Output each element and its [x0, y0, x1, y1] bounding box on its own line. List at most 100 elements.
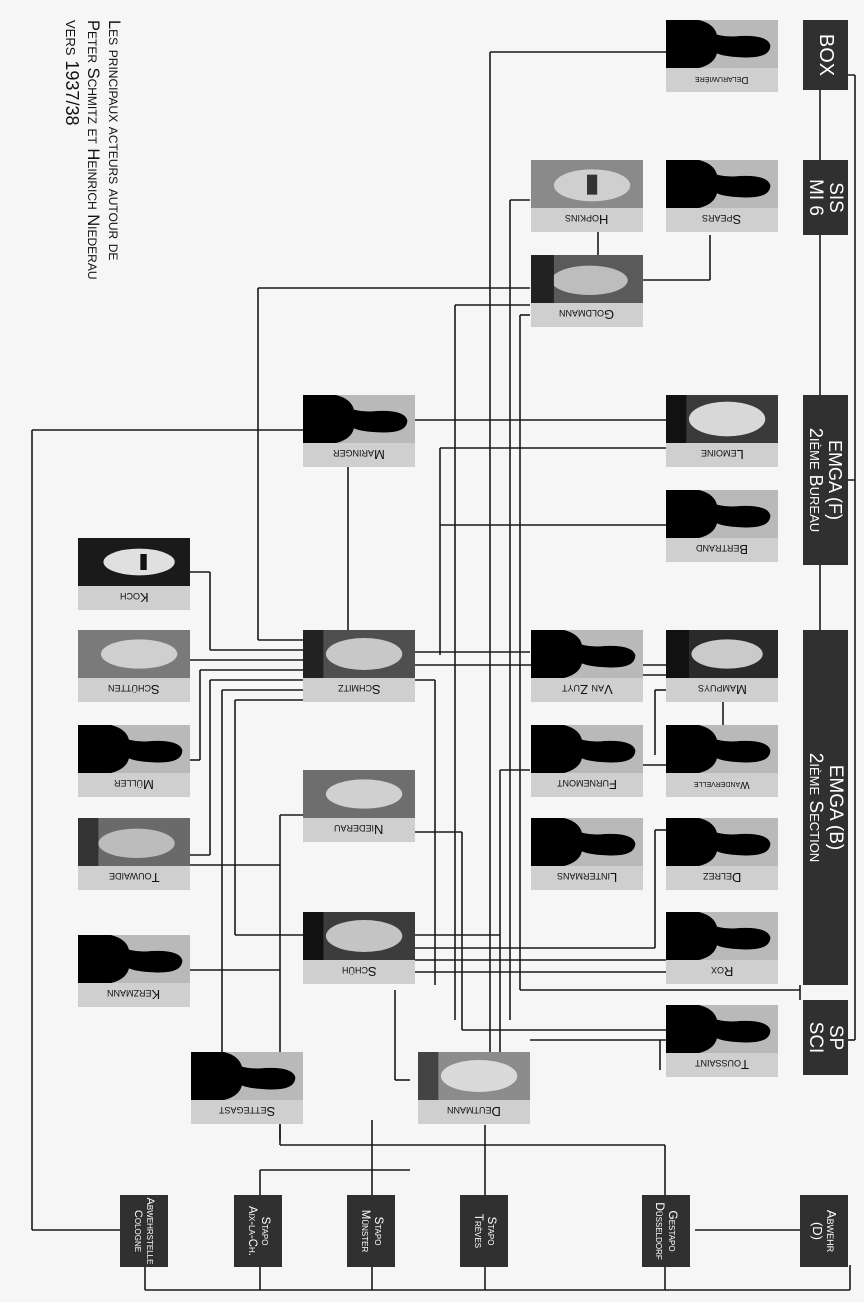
- silhouette-icon: [666, 818, 778, 866]
- chart-title-line3: vers 1937/38: [61, 20, 82, 126]
- silhouette-icon: [303, 395, 415, 443]
- person-label: Niederau: [303, 818, 415, 842]
- person-name-mampuys: Mampuys: [697, 682, 747, 698]
- org-emga-b-line2: 2ième Section: [805, 752, 827, 863]
- org-emga-f: EMGA (F) 2ième Bureau: [803, 395, 848, 565]
- org-box: BOX: [803, 20, 848, 90]
- org-stapo-treves-line2: Trèves: [472, 1213, 484, 1249]
- person-card-delrez: Delrez: [666, 818, 778, 890]
- person-label: Hopkins: [531, 208, 643, 232]
- person-card-delaruwiere: Delaruwière: [666, 20, 778, 92]
- person-name-rox: Rox: [710, 964, 734, 980]
- person-card-spears: Spears: [666, 160, 778, 232]
- org-stapo-treves: Stapo Trèves: [460, 1195, 508, 1267]
- portrait-photo: [303, 912, 415, 960]
- org-abwehrstelle-line2: Cologne: [132, 1209, 144, 1253]
- person-card-van-zuyt: Van Zuyt: [531, 630, 643, 702]
- person-card-hopkins: Hopkins: [531, 160, 643, 232]
- silhouette-icon: [666, 160, 778, 208]
- org-sp-line1: SP: [825, 1024, 847, 1051]
- person-name-maringer: Maringer: [333, 447, 385, 463]
- silhouette-icon: [78, 725, 190, 773]
- person-label: Mampuys: [666, 678, 778, 702]
- org-stapo-treves-line1: Stapo: [484, 1216, 497, 1246]
- person-name-goldmann: Goldmann: [559, 307, 615, 323]
- person-name-hopkins: Hopkins: [565, 212, 609, 228]
- chart-title-line1: Les principaux acteurs autour de: [105, 20, 123, 261]
- person-label: Schüh: [303, 960, 415, 984]
- person-card-furnemont: Furnemont: [531, 725, 643, 797]
- silhouette-icon: [531, 630, 643, 678]
- org-emga-b: EMGA (B) 2ième Section: [803, 630, 848, 985]
- portrait-photo: [531, 255, 643, 303]
- org-abwehr-line1: Abwehr: [824, 1209, 840, 1253]
- org-abwehrstelle-line1: Abwehrstelle: [144, 1197, 157, 1265]
- person-card-schmitz: Schmitz: [303, 630, 415, 702]
- person-name-deutmann: Deutmann: [447, 1104, 501, 1120]
- person-label: Touwaide: [78, 866, 190, 890]
- person-label: Toussaint: [666, 1053, 778, 1077]
- person-label: Koch: [78, 586, 190, 610]
- person-name-lintermans: Lintermans: [556, 870, 618, 886]
- person-name-koch: Koch: [119, 590, 149, 606]
- portrait-photo: [418, 1052, 530, 1100]
- person-name-muller: Müller: [114, 777, 154, 793]
- person-label: Deutmann: [418, 1100, 530, 1124]
- person-label: Settegast: [191, 1100, 303, 1124]
- org-sp-line2: SCI: [805, 1021, 827, 1054]
- person-label: Müller: [78, 773, 190, 797]
- person-card-niederau: Niederau: [303, 770, 415, 842]
- org-stapo-aix: Stapo Aix-la-Ch.: [234, 1195, 282, 1267]
- person-card-kerzmann: Kerzmann: [78, 935, 190, 1007]
- org-sis: SIS MI 6: [803, 160, 848, 235]
- person-name-furnemont: Furnemont: [557, 777, 617, 793]
- person-label: Schütten: [78, 678, 190, 702]
- person-label: Goldmann: [531, 303, 643, 327]
- person-name-lemoine: Lemoine: [700, 447, 744, 463]
- silhouette-icon: [666, 912, 778, 960]
- person-card-toussaint: Toussaint: [666, 1005, 778, 1077]
- chart-title: Les principaux acteurs autour de Peter S…: [4, 20, 124, 360]
- org-sis-line2: MI 6: [805, 179, 827, 216]
- person-card-schutten: Schütten: [78, 630, 190, 702]
- person-card-goldmann: Goldmann: [531, 255, 643, 327]
- person-name-schutten: Schütten: [108, 682, 160, 698]
- silhouette-icon: [531, 818, 643, 866]
- person-name-niederau: Niederau: [334, 822, 384, 838]
- silhouette-icon: [666, 20, 778, 68]
- person-label: Maringer: [303, 443, 415, 467]
- portrait-photo: [78, 630, 190, 678]
- person-card-touwaide: Touwaide: [78, 818, 190, 890]
- person-card-settegast: Settegast: [191, 1052, 303, 1124]
- person-label: Delaruwière: [666, 68, 778, 92]
- person-card-deutmann: Deutmann: [418, 1052, 530, 1124]
- person-card-wandervelle: Wandervelle: [666, 725, 778, 797]
- silhouette-icon: [666, 1005, 778, 1053]
- silhouette-icon: [191, 1052, 303, 1100]
- org-sis-line1: SIS: [825, 182, 847, 213]
- silhouette-icon: [531, 725, 643, 773]
- person-name-toussaint: Toussaint: [695, 1057, 749, 1073]
- silhouette-icon: [78, 935, 190, 983]
- person-label: Lemoine: [666, 443, 778, 467]
- org-abwehr-line2: (D): [810, 1221, 825, 1241]
- person-card-rox: Rox: [666, 912, 778, 984]
- person-name-touwaide: Touwaide: [108, 870, 160, 886]
- portrait-photo: [303, 630, 415, 678]
- person-label: Spears: [666, 208, 778, 232]
- org-box-name: BOX: [815, 33, 837, 77]
- person-name-schuh: Schüh: [341, 964, 377, 980]
- chart-title-line2: Peter Schmitz et Heinrich Niederau: [84, 20, 103, 280]
- person-card-muller: Müller: [78, 725, 190, 797]
- org-gestapo-line2: Düsseldorf: [653, 1202, 667, 1260]
- person-label: Van Zuyt: [531, 678, 643, 702]
- org-emga-f-line2: 2ième Bureau: [806, 427, 827, 533]
- portrait-photo: [666, 395, 778, 443]
- org-stapo-munster: Stapo Münster: [347, 1195, 395, 1267]
- person-card-mampuys: Mampuys: [666, 630, 778, 702]
- person-card-lemoine: Lemoine: [666, 395, 778, 467]
- org-emga-f-line1: EMGA (F): [825, 440, 846, 520]
- org-gestapo-line1: Gestapo: [666, 1210, 681, 1252]
- person-label: Lintermans: [531, 866, 643, 890]
